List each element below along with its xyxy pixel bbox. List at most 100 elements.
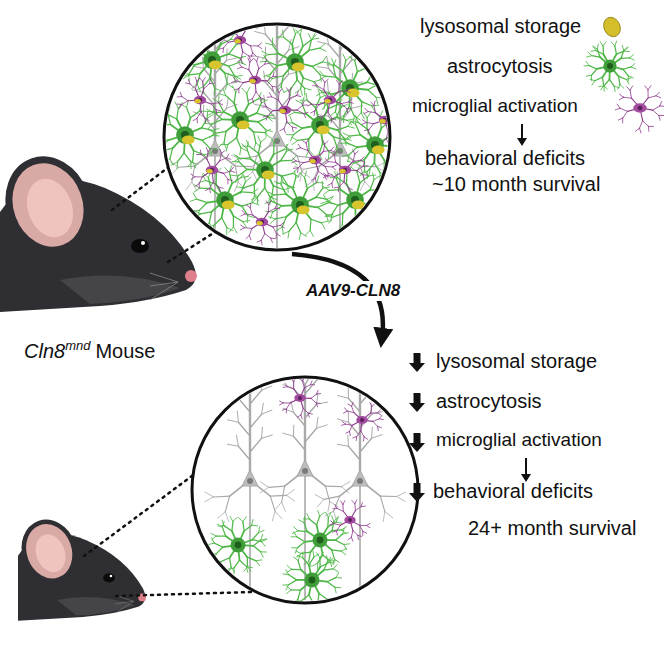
cell-process	[262, 106, 267, 107]
cell-process	[296, 91, 298, 95]
cell-process	[391, 136, 402, 138]
cell-process	[333, 137, 337, 148]
cell-process	[298, 561, 301, 570]
cell-process	[270, 212, 272, 219]
cell-process	[238, 169, 247, 175]
cell-process	[393, 142, 403, 146]
cell-process	[328, 44, 340, 58]
cell-process	[340, 142, 347, 144]
cell-process	[160, 149, 161, 156]
cell-process	[623, 67, 631, 69]
cell-process	[348, 411, 349, 422]
cell-process	[241, 59, 242, 63]
astrocyte-body	[341, 79, 359, 97]
cell-process	[203, 77, 206, 81]
cell-process	[299, 233, 300, 240]
astrocyte	[584, 41, 636, 91]
zoom-circle-bg	[192, 377, 418, 603]
cell-process	[309, 40, 312, 51]
cell-process	[268, 204, 269, 211]
cell-process	[266, 201, 269, 205]
cell-process	[275, 502, 282, 510]
cell-process	[233, 216, 243, 222]
cell-process	[356, 125, 360, 135]
cell-process	[300, 35, 303, 46]
cell-process	[365, 108, 368, 111]
cell-process	[615, 108, 620, 110]
cell-process	[291, 589, 300, 590]
cell-process	[252, 222, 262, 228]
cell-process	[308, 34, 311, 40]
cell-process	[317, 402, 328, 404]
cell-process	[288, 231, 289, 238]
cell-process	[589, 66, 597, 69]
cell-process	[337, 444, 348, 446]
astrocyte-body	[231, 538, 246, 553]
cell-process	[648, 126, 649, 131]
cell-process	[258, 99, 265, 101]
cell-process	[224, 526, 232, 531]
cell-process	[297, 415, 301, 417]
cell-process	[224, 131, 226, 142]
cell-process	[344, 106, 350, 116]
cell-process	[297, 556, 302, 558]
cell-process	[373, 173, 374, 180]
cell-process	[301, 415, 302, 419]
cell-process	[252, 540, 261, 542]
cell-process	[300, 28, 302, 35]
cell-process	[307, 100, 315, 107]
cell-process	[394, 165, 401, 167]
cell-process	[660, 106, 664, 107]
cell-process	[311, 111, 315, 113]
cell-process	[335, 170, 345, 176]
cell-process	[366, 523, 370, 525]
cell-process	[636, 128, 640, 131]
cell-process	[313, 551, 315, 557]
cell-process	[347, 15, 355, 18]
cell-process	[280, 401, 284, 403]
cell-process	[631, 63, 635, 67]
cell-process	[280, 129, 284, 131]
leads-to-arrow-head	[517, 138, 527, 146]
cell-process	[371, 403, 373, 414]
cell-process	[255, 196, 259, 201]
cell-process	[336, 107, 341, 117]
cell-process	[284, 144, 288, 149]
microglia	[280, 378, 321, 419]
cell-process	[288, 185, 295, 187]
cell-process	[595, 77, 603, 81]
cell-process	[259, 64, 265, 69]
cell-process	[258, 188, 265, 197]
cell-process	[318, 42, 329, 45]
whisker	[116, 601, 134, 604]
cell-process	[280, 160, 291, 162]
cell-process	[361, 102, 363, 113]
cell-process	[332, 118, 336, 120]
cell-process	[268, 111, 273, 116]
cell-process	[257, 113, 268, 116]
microglia-body	[324, 96, 336, 105]
zoom-circle	[164, 24, 390, 250]
cell-process	[367, 214, 369, 225]
cell-process	[233, 77, 236, 81]
cell-process	[182, 101, 188, 105]
cell-process	[317, 67, 328, 69]
cell-process	[154, 149, 160, 152]
cell-process	[390, 115, 393, 121]
zoom-circle	[192, 377, 418, 603]
cell-process	[363, 175, 364, 179]
cell-process	[320, 553, 323, 558]
cell-process	[310, 384, 314, 385]
cell-process	[191, 174, 195, 177]
cell-process	[232, 18, 234, 22]
cell-process	[206, 181, 216, 185]
cell-process	[352, 406, 354, 412]
cell-process	[630, 90, 631, 98]
neuron-nucleus	[337, 148, 343, 154]
cell-process	[303, 104, 308, 105]
lysosomal-storage	[194, 99, 200, 103]
cell-process	[177, 96, 182, 97]
cell-process	[213, 182, 218, 187]
cell-process	[324, 562, 328, 571]
cell-process	[178, 153, 185, 162]
